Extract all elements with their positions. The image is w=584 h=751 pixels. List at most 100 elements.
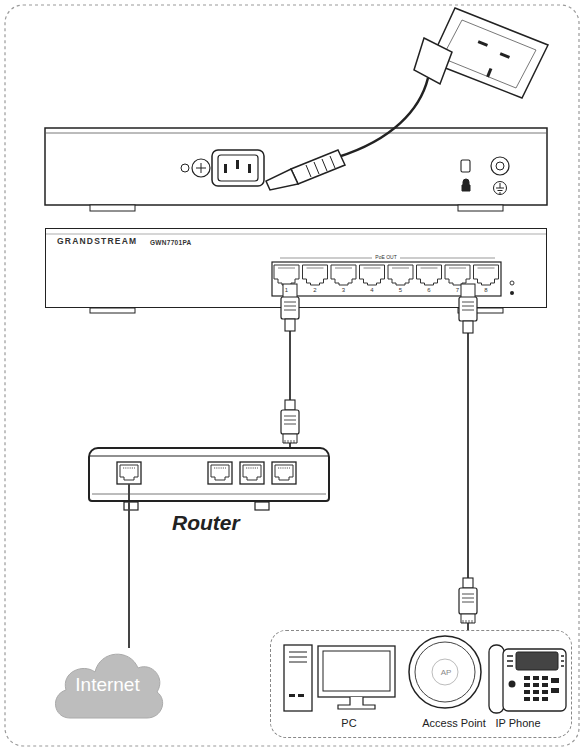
poe-bracket (400, 258, 495, 259)
rj45-port (303, 265, 328, 285)
phone-base (503, 649, 566, 711)
access-point-device: AP Access Point (406, 635, 502, 733)
socket-pin (224, 164, 227, 173)
router-lan-port (272, 462, 296, 484)
phone-keypad (509, 676, 560, 701)
rj45-port (331, 265, 356, 285)
rj45-plug (459, 284, 477, 333)
internet-cloud: Internet (50, 648, 165, 720)
adapter-slot (500, 52, 510, 59)
router-base-line (92, 494, 326, 495)
pc-screen (323, 651, 390, 691)
port-number: 7 (451, 287, 465, 294)
monitor-stand (338, 697, 375, 709)
switch-foot (90, 308, 135, 313)
rj45-plug (459, 578, 477, 623)
pc-button (289, 694, 295, 697)
pc-monitor (318, 646, 395, 697)
phone-screen (516, 652, 558, 670)
adapter-slot (486, 68, 492, 77)
internet-label: Internet (50, 674, 165, 696)
ground-screw (491, 157, 509, 175)
rj45-port (360, 265, 385, 285)
pc-drive-bays (289, 652, 307, 662)
lock-symbol (462, 179, 470, 191)
switch-front-panel: GRANDSTREAMGWN7701PA (45, 228, 547, 308)
rj45-port (417, 265, 442, 285)
device-group: PC AP Access PointIP Phone (270, 630, 572, 738)
port-number: 3 (337, 287, 351, 294)
poe-bracket (280, 258, 372, 259)
iec-connector-head (266, 169, 298, 190)
status-led (510, 291, 514, 295)
rj45-port (388, 265, 413, 285)
phone-line-keys (507, 656, 564, 666)
port-number: 6 (422, 287, 436, 294)
ground-symbol (494, 182, 507, 195)
power-cord (338, 78, 428, 157)
indicator-hole (181, 164, 189, 172)
router-lan-port (208, 462, 232, 484)
device-label: PC (319, 717, 379, 730)
lock-slot (461, 160, 470, 172)
plug-housing (414, 38, 452, 84)
router-box: Router (88, 447, 330, 502)
network-cable (467, 308, 469, 630)
switch-edge (46, 234, 546, 235)
port-number: 5 (394, 287, 408, 294)
brand-name: GRANDSTREAM (57, 237, 147, 247)
ip-phone-device: IP Phone (488, 641, 570, 733)
switch-foot (458, 308, 503, 313)
router-lan-port (240, 462, 264, 484)
rj45-port (474, 265, 499, 285)
iec-connector (291, 150, 345, 184)
ap-logo: AP (426, 668, 466, 677)
ap-ring (415, 642, 475, 702)
wan-cable (128, 484, 130, 502)
port-number: 4 (365, 287, 379, 294)
power-socket (212, 150, 264, 186)
pc-button (298, 694, 304, 697)
rj45-plug (281, 400, 299, 443)
phone-handset (489, 645, 504, 713)
socket-pin (236, 160, 239, 169)
ground-screw-inner (496, 162, 504, 170)
rj45-port (274, 265, 299, 285)
status-led (510, 281, 514, 285)
panel-edge (45, 133, 547, 134)
connector-grip (306, 156, 335, 177)
adapter-face (442, 20, 536, 88)
frame-border (5, 5, 579, 746)
socket-pin (248, 164, 251, 173)
router-wan-port (117, 462, 141, 484)
ground-symbol-lines (496, 183, 504, 193)
panel-foot (458, 205, 503, 211)
port-group-label: PoE OUT (366, 255, 406, 261)
port-number: 2 (308, 287, 322, 294)
socket-inner (218, 155, 258, 181)
network-cable (128, 502, 130, 648)
router-foot (124, 502, 138, 510)
pc-device: PC (283, 641, 398, 733)
device-label: IP Phone (478, 717, 558, 730)
screw (192, 159, 210, 177)
port-bank (272, 262, 501, 296)
router-foot (255, 502, 269, 510)
router-label: Router (172, 511, 272, 535)
adapter-slot (478, 40, 488, 47)
port-number: 8 (479, 287, 493, 294)
screw-slot (196, 163, 206, 173)
back-panel (45, 128, 547, 205)
pc-tower (284, 645, 312, 711)
port-number: 1 (280, 287, 294, 294)
router-top-edge (90, 455, 328, 456)
network-cable (289, 308, 291, 447)
device-label: Access Point (406, 717, 502, 730)
rj45-port (445, 265, 470, 285)
ap-body (409, 636, 481, 708)
model-number: GWN7701PA (150, 239, 210, 246)
